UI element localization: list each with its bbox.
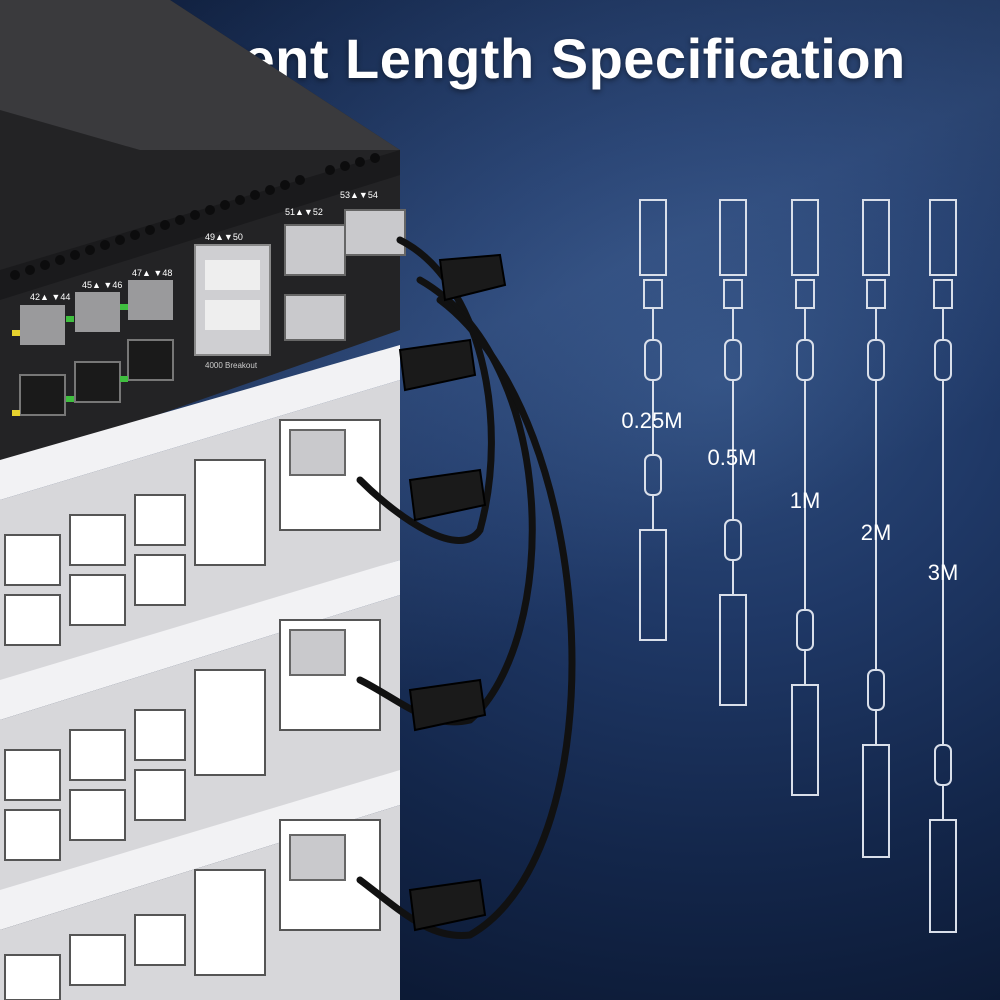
sfp-label-c: 53▲▼54 (340, 190, 378, 200)
port-label-a: 42▲ ▼44 (30, 292, 70, 302)
sfp-label-a: 49▲▼50 (205, 232, 243, 242)
port-label-c: 47▲ ▼48 (132, 268, 172, 278)
sfp-label-b: 51▲▼52 (285, 207, 323, 217)
length-label-0-5m: 0.5M (708, 445, 757, 470)
top-switch: 42▲ ▼44 45▲ ▼46 47▲ ▼48 49▲▼50 51▲▼52 53… (0, 0, 406, 470)
vent-holes (10, 153, 380, 280)
cable-outline-2m (862, 199, 890, 858)
length-label-1m: 1M (790, 488, 821, 513)
length-diagrams (639, 199, 957, 933)
cable-outline-0-25m (639, 199, 667, 641)
port-label-b: 45▲ ▼46 (82, 280, 122, 290)
light-switch-3 (0, 770, 400, 1000)
rj45-ports (12, 280, 174, 416)
dac-module (284, 224, 346, 276)
cable-outline-3m (929, 199, 957, 933)
length-label-0-25m: 0.25M (621, 408, 682, 433)
length-label-2m: 2M (861, 520, 892, 545)
light-switch-2 (0, 560, 400, 900)
dac-module (344, 209, 406, 256)
cable-outline-0-5m (719, 199, 747, 706)
length-label-3m: 3M (928, 560, 959, 585)
pull-tabs (398, 253, 507, 932)
brand-label: 4000 Breakout (205, 361, 258, 370)
cable-outline-1m (791, 199, 819, 796)
dac-module (284, 294, 346, 341)
light-switch-1 (0, 345, 400, 690)
